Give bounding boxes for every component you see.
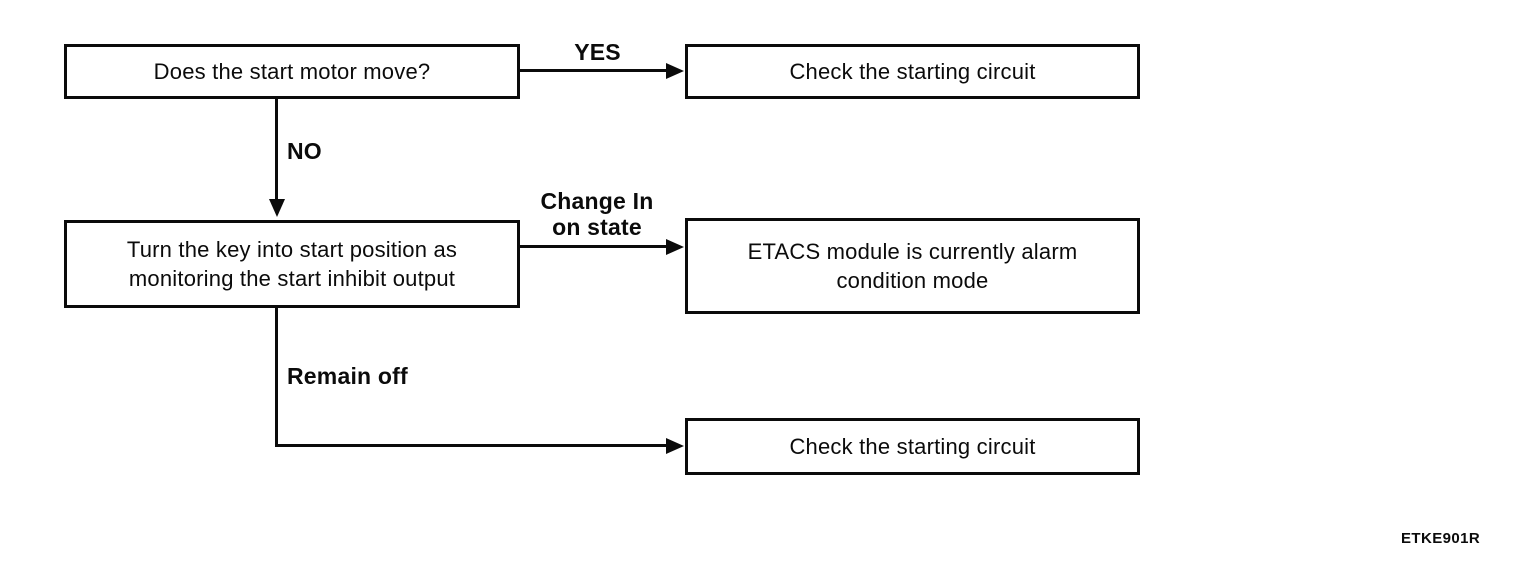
node-etacs-alarm-result-label: ETACS module is currently alarm conditio…: [747, 239, 1078, 293]
node-check-starting-circuit-top-label: Check the starting circuit: [789, 59, 1036, 84]
node-start-motor-question: Does the start motor move?: [64, 44, 520, 99]
edge-yes-line: [520, 69, 668, 72]
node-check-starting-circuit-bottom: Check the starting circuit: [685, 418, 1140, 475]
node-check-starting-circuit-bottom-label: Check the starting circuit: [789, 434, 1036, 459]
node-etacs-alarm-result: ETACS module is currently alarm conditio…: [685, 218, 1140, 314]
edge-change-in-on-state-label: Change In on state: [540, 188, 654, 240]
edge-remain-off-horizontal-line: [275, 444, 668, 447]
node-turn-key-instruction: Turn the key into start position as moni…: [64, 220, 520, 308]
edge-remain-off-arrowhead-icon: [666, 438, 684, 454]
edge-change-in-on-state-line: [520, 245, 668, 248]
edge-remain-off-vertical-line: [275, 308, 278, 447]
edge-yes-label: YES: [574, 39, 621, 65]
edge-yes-arrowhead-icon: [666, 63, 684, 79]
figure-code: ETKE901R: [1401, 530, 1481, 547]
edge-no-arrowhead-icon: [269, 199, 285, 217]
edge-no-label: NO: [287, 138, 322, 164]
node-turn-key-instruction-label: Turn the key into start position as moni…: [126, 237, 458, 291]
edge-change-in-on-state-arrowhead-icon: [666, 239, 684, 255]
edge-no-line: [275, 99, 278, 199]
node-check-starting-circuit-top: Check the starting circuit: [685, 44, 1140, 99]
node-start-motor-question-label: Does the start motor move?: [153, 59, 431, 84]
edge-remain-off-label: Remain off: [287, 363, 408, 389]
